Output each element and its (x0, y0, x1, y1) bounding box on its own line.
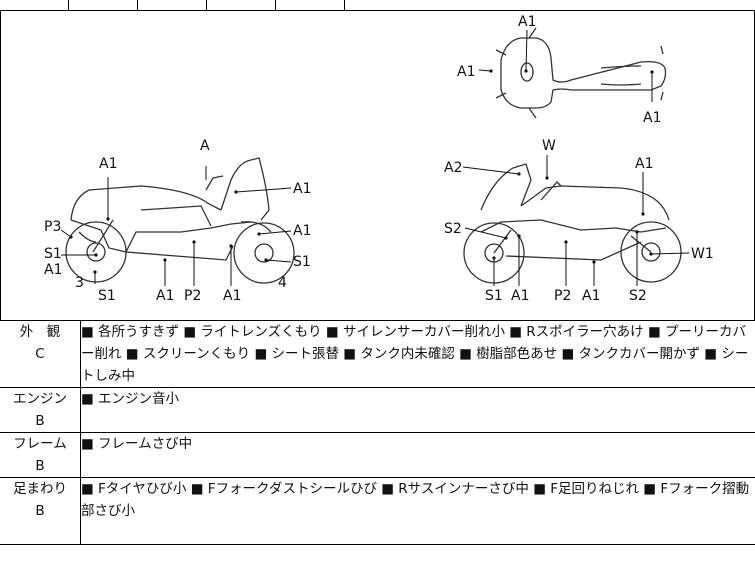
condition-notes: ■ フレームさび中 (80, 432, 755, 478)
top-view-markers (489, 69, 654, 74)
diagram-label: W (542, 138, 556, 154)
condition-notes: ■ 各所うすきず ■ ライトレンズくもり ■ サイレンサーカバー削れ小 ■ Rス… (80, 321, 755, 388)
top-table-row-fragment (0, 0, 755, 11)
top-cell (137, 0, 207, 10)
diagram-label: W1 (691, 246, 714, 262)
category-name: フレーム (13, 436, 67, 452)
condition-table: 外 観 C ■ 各所うすきず ■ ライトレンズくもり ■ サイレンサーカバー削れ… (0, 321, 755, 545)
diagram-label: S2 (629, 288, 647, 304)
left-view-leaders (60, 166, 292, 286)
category-grade: C (35, 346, 45, 362)
diagram-label: A1 (99, 156, 117, 172)
condition-notes: ■ Fタイヤひび小 ■ Fフォークダストシールひび ■ Rサスインナーさび中 ■… (80, 477, 755, 545)
diagram-label: 3 (75, 275, 84, 291)
diagram-label: A1 (156, 288, 174, 304)
diagram-label: S1 (293, 254, 311, 270)
condition-row: フレーム B ■ フレームさび中 (0, 432, 755, 478)
condition-row: 足まわり B ■ Fタイヤひび小 ■ Fフォークダストシールひび ■ Rサスイン… (0, 477, 755, 545)
condition-notes: ■ エンジン音小 (80, 387, 755, 433)
top-cell (0, 0, 69, 10)
motorcycle-top-view (495, 27, 667, 119)
diagram-label: A1 (635, 156, 653, 172)
category-name: エンジン (13, 391, 67, 407)
diagram-label: S1 (44, 246, 62, 262)
condition-row: 外 観 C ■ 各所うすきず ■ ライトレンズくもり ■ サイレンサーカバー削れ… (0, 321, 755, 388)
diagram-label: A1 (223, 288, 241, 304)
damage-diagram: A1 A1 A1 A A1 A1 P3 A1 S1 A1 S1 3 S1 A1 … (0, 10, 755, 321)
diagram-label: A1 (643, 110, 661, 126)
motorcycle-left-view (65, 157, 295, 284)
category-name: 外 観 (19, 324, 61, 340)
motorcycle-right-view (463, 163, 682, 284)
category-grade: B (35, 458, 45, 474)
category-grade: B (35, 503, 45, 519)
category-cell: フレーム B (0, 432, 81, 478)
diagram-label: A1 (44, 262, 62, 278)
motorcycle-diagram-svg: A1 A1 A1 A A1 A1 P3 A1 S1 A1 S1 3 S1 A1 … (44, 14, 714, 304)
condition-row: エンジン B ■ エンジン音小 (0, 387, 755, 433)
diagram-label: A1 (582, 288, 600, 304)
right-view-leaders (462, 155, 690, 286)
diagram-label: A1 (518, 14, 536, 30)
diagram-label: A1 (457, 64, 475, 80)
diagram-label: A1 (293, 181, 311, 197)
diagram-label: A1 (293, 223, 311, 239)
diagram-label: P2 (184, 288, 201, 304)
category-cell: 足まわり B (0, 477, 81, 545)
top-view-leaders (478, 29, 653, 102)
top-cell (206, 0, 276, 10)
category-name: 足まわり (13, 481, 67, 497)
diagram-label: 4 (278, 275, 287, 291)
diagram-label: A2 (444, 160, 462, 176)
diagram-label: S1 (485, 288, 503, 304)
diagram-label: S2 (444, 221, 462, 237)
diagram-label: S1 (98, 288, 116, 304)
category-cell: エンジン B (0, 387, 81, 433)
diagram-label: P3 (44, 219, 61, 235)
category-grade: B (35, 413, 45, 429)
top-cell (68, 0, 138, 10)
diagram-label: A1 (511, 288, 529, 304)
top-cell (275, 0, 345, 10)
diagram-label: A (200, 138, 210, 154)
diagram-label: P2 (554, 288, 571, 304)
category-cell: 外 観 C (0, 321, 81, 388)
